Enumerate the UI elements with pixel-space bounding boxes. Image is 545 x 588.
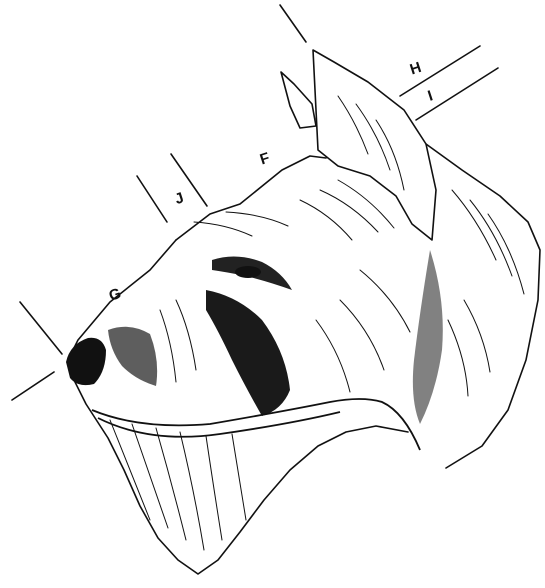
fur-stroke bbox=[226, 212, 288, 226]
skull-outline bbox=[176, 156, 326, 240]
fur-stroke bbox=[132, 424, 168, 528]
head-illustration bbox=[68, 50, 540, 574]
fur-stroke bbox=[340, 300, 384, 370]
neck-outline bbox=[426, 144, 540, 468]
fur-stroke bbox=[194, 222, 252, 236]
fur-stroke bbox=[448, 320, 468, 396]
fur-stroke bbox=[176, 300, 196, 370]
fur-stroke bbox=[110, 420, 150, 520]
beard-outline bbox=[72, 376, 408, 574]
label-j: J bbox=[173, 189, 186, 208]
fur-stroke bbox=[376, 120, 404, 190]
fur-stroke bbox=[316, 320, 350, 392]
fur-stroke bbox=[156, 428, 186, 540]
label-i: I bbox=[426, 87, 435, 104]
label-h: H bbox=[408, 59, 424, 79]
fur-stroke bbox=[206, 436, 222, 540]
ref-line-j-left bbox=[137, 176, 167, 222]
fur-stroke bbox=[232, 434, 246, 520]
fur-strokes bbox=[110, 96, 524, 550]
fur-stroke bbox=[338, 96, 368, 154]
ref-line-ear-tip bbox=[280, 5, 306, 42]
fur-stroke bbox=[320, 190, 378, 232]
eye bbox=[235, 266, 261, 278]
fur-stroke bbox=[452, 190, 496, 260]
fur-stroke bbox=[160, 310, 176, 382]
nose bbox=[66, 338, 106, 385]
fur-stroke bbox=[300, 200, 352, 240]
ref-line-g-lower bbox=[12, 372, 54, 400]
muzzle-shade bbox=[108, 327, 157, 386]
fur-stroke bbox=[360, 270, 410, 332]
ref-line-g-upper bbox=[20, 302, 62, 354]
right-ear-outline bbox=[313, 50, 436, 240]
left-ear-outline bbox=[281, 72, 316, 128]
fur-stroke bbox=[464, 300, 490, 372]
eye-area bbox=[212, 256, 292, 290]
fur-stroke bbox=[470, 200, 512, 276]
neck-shade bbox=[413, 250, 443, 424]
cheek-shade bbox=[206, 290, 290, 416]
label-f: F bbox=[258, 149, 272, 168]
upper-lip-line bbox=[92, 399, 420, 450]
lower-lip-line bbox=[98, 412, 340, 437]
lip-lines bbox=[92, 399, 420, 450]
